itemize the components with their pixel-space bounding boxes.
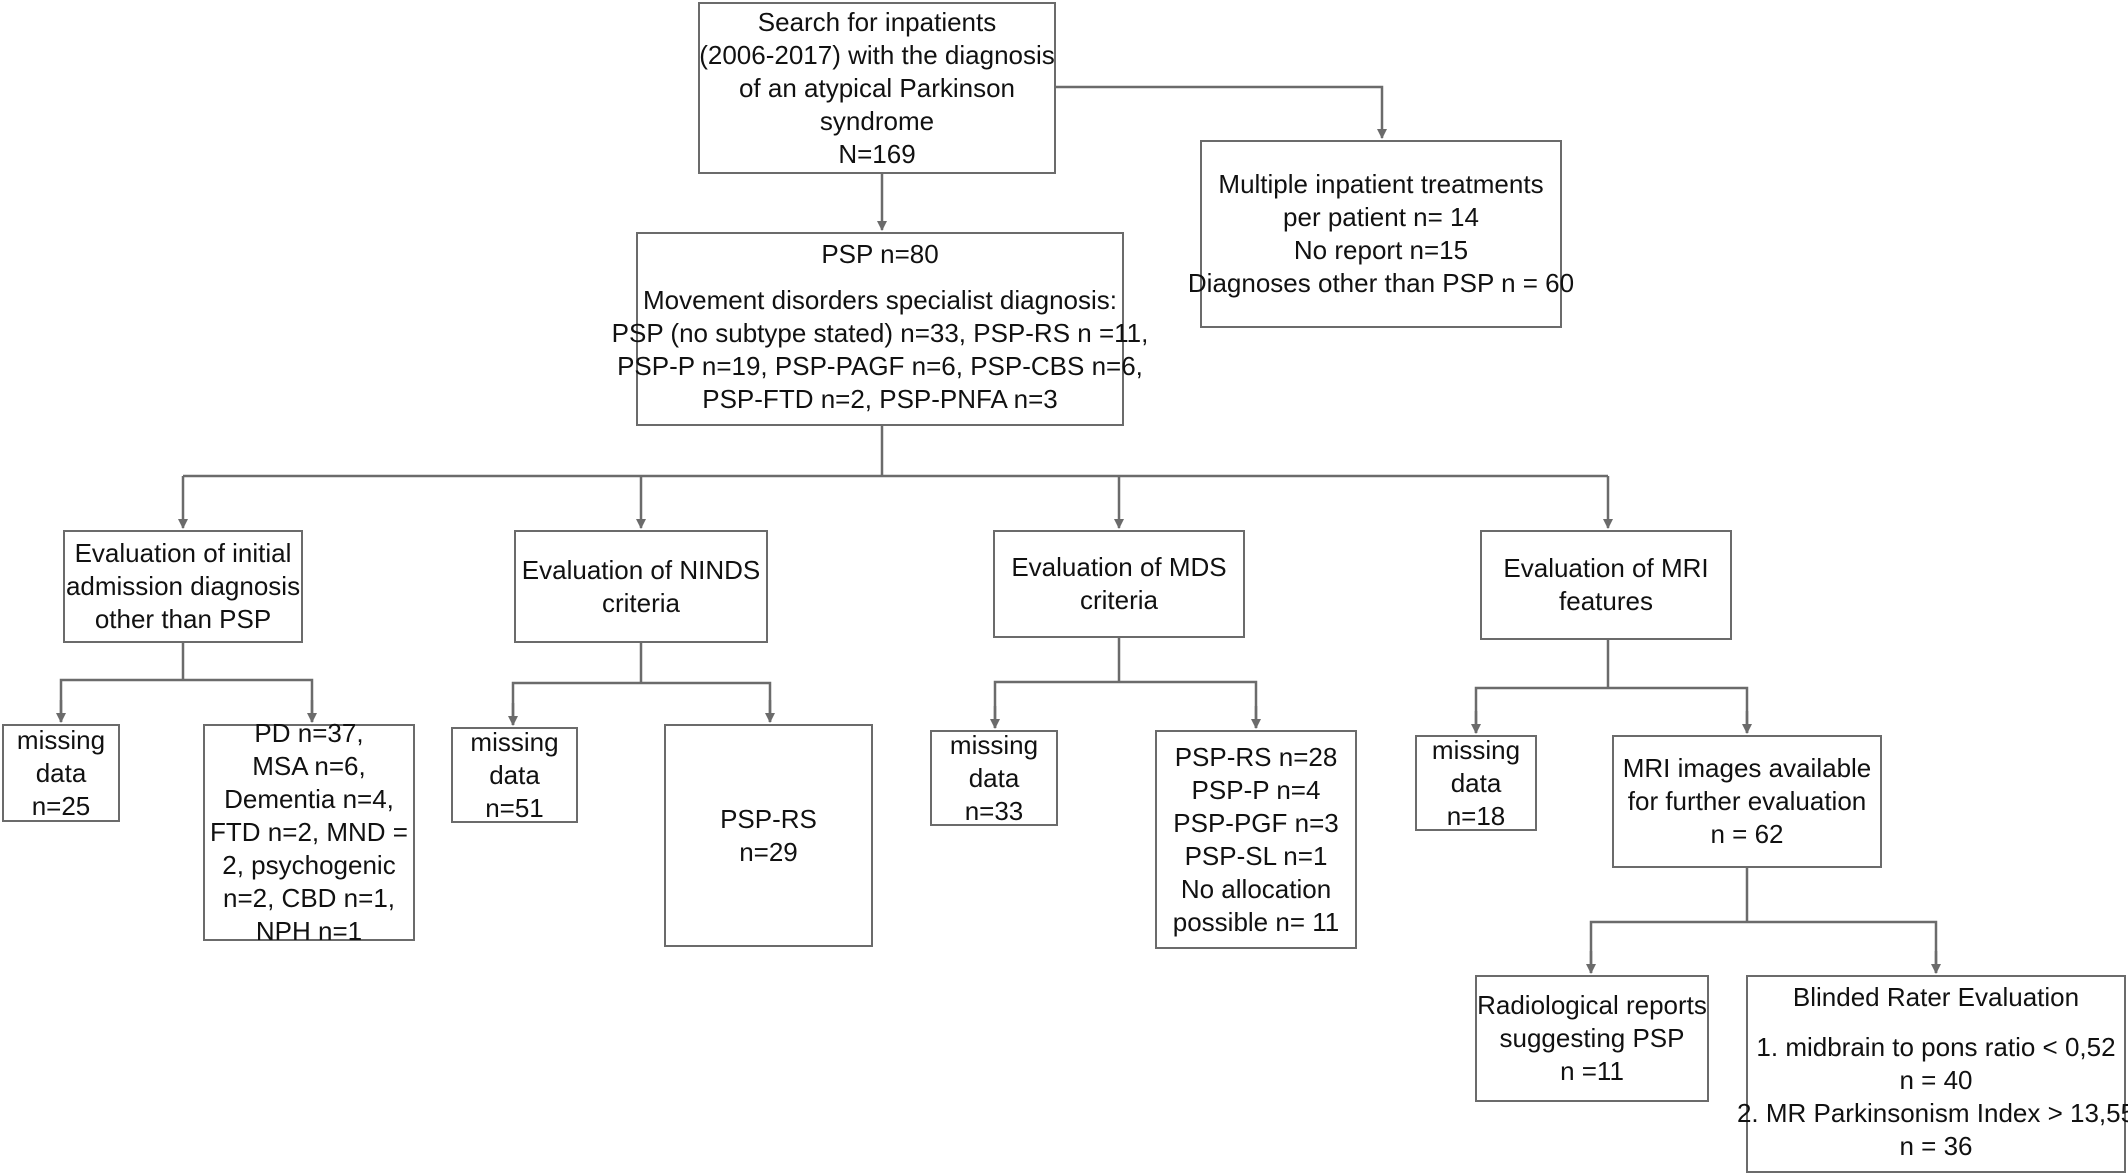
search-line-4: syndrome	[819, 105, 935, 136]
eval-initial-line-2: admission diagnosis	[65, 571, 301, 601]
mri-available-box: MRI images available for further evaluat…	[1612, 735, 1882, 868]
blinded-rater-box: Blinded Rater Evaluation 1. midbrain to …	[1737, 975, 2128, 1173]
psp-line-4: PSP-FTD n=2, PSP-PNFA n=3	[702, 384, 1058, 414]
edge-search-excluded	[1050, 85, 1387, 139]
psp-line-2: PSP (no subtype stated) n=33, PSP-RS n =…	[611, 318, 1149, 348]
mds-result-line-2: PSP-P n=4	[1191, 774, 1321, 805]
missing-ninds-line-1: missing	[470, 726, 559, 757]
eval-mds-box: Evaluation of MDS criteria	[993, 530, 1245, 638]
psp-line-3: PSP-P n=19, PSP-PAGF n=6, PSP-CBS n=6,	[617, 351, 1143, 381]
radiology-line-2: suggesting PSP	[1499, 1023, 1685, 1053]
other-diag-line-3: Dementia n=4,	[224, 784, 394, 814]
excluded-line-2: per patient n= 14	[1283, 202, 1479, 232]
missing-mri-line-2: data	[1450, 767, 1502, 798]
edge-psp-branch	[183, 424, 1608, 478]
missing-mds-count: n=33	[964, 795, 1024, 826]
eval-mri-box: Evaluation of MRI features	[1480, 530, 1732, 640]
edge-mri-branch	[1474, 638, 1749, 733]
eval-initial-line-1: Evaluation of initial	[74, 538, 292, 568]
missing-initial-line-2: data	[35, 757, 87, 788]
edge-mri-available-branch	[1589, 866, 1938, 973]
excluded-box: Multiple inpatient treatments per patien…	[1188, 140, 1574, 328]
other-diag-line-6: n=2, CBD n=1,	[223, 883, 395, 913]
psp-title: PSP n=80	[821, 239, 939, 269]
other-diag-line-4: FTD n=2, MND =	[210, 817, 408, 847]
ninds-result-box: PSP-RS n=29	[664, 724, 873, 947]
search-count: N=169	[838, 138, 916, 169]
mri-available-count: n = 62	[1710, 819, 1784, 849]
other-diagnoses-box: PD n=37, MSA n=6, Dementia n=4, FTD n=2,…	[203, 718, 415, 946]
eval-mri-line-2: features	[1559, 586, 1653, 616]
eval-mds-line-2: criteria	[1079, 585, 1158, 615]
mds-result-line-1: PSP-RS n=28	[1174, 741, 1338, 772]
missing-initial-count: n=25	[31, 790, 91, 821]
missing-mri-count: n=18	[1446, 800, 1506, 831]
mds-result-line-3: PSP-PGF n=3	[1173, 807, 1339, 838]
other-diag-line-7: NPH n=1	[255, 916, 363, 946]
search-box: Search for inpatients (2006-2017) with t…	[698, 2, 1056, 174]
missing-mri-box: missing data n=18	[1415, 735, 1537, 831]
mri-available-line-1: MRI images available	[1622, 753, 1872, 783]
mds-result-box: PSP-RS n=28 PSP-P n=4 PSP-PGF n=3 PSP-SL…	[1155, 730, 1357, 949]
radiology-count: n =11	[1560, 1056, 1624, 1086]
missing-ninds-line-2: data	[489, 759, 540, 790]
edge-ninds-branch	[511, 641, 772, 725]
eval-ninds-line-1: Evaluation of NINDS	[521, 554, 761, 585]
blinded-line-3: 2. MR Parkinsonism Index > 13,55	[1736, 1098, 2128, 1128]
blinded-title: Blinded Rater Evaluation	[1792, 982, 2080, 1012]
mds-result-line-5: No allocation	[1180, 873, 1332, 904]
other-diag-line-2: MSA n=6,	[252, 751, 366, 781]
ninds-result-count: n=29	[739, 836, 798, 867]
eval-ninds-line-2: criteria	[601, 587, 680, 618]
missing-ninds-count: n=51	[485, 792, 544, 823]
ninds-result-line-1: PSP-RS	[720, 803, 817, 834]
mds-result-line-4: PSP-SL n=1	[1184, 840, 1328, 871]
missing-initial-box: missing data n=25	[2, 724, 120, 822]
blinded-line-2: n = 40	[1899, 1065, 1973, 1095]
eval-initial-line-3: other than PSP	[94, 604, 272, 634]
missing-mri-line-1: missing	[1431, 734, 1521, 765]
mds-result-line-6: possible n= 11	[1172, 906, 1340, 937]
other-diag-line-5: 2, psychogenic	[222, 850, 396, 880]
eval-mds-line-1: Evaluation of MDS	[1011, 552, 1227, 582]
search-line-1: Search for inpatients	[757, 6, 997, 37]
search-line-3: of an atypical Parkinson	[738, 72, 1016, 103]
mri-available-line-2: for further evaluation	[1627, 786, 1867, 816]
edge-initial-branch	[59, 641, 314, 722]
blinded-line-1: 1. midbrain to pons ratio < 0,52	[1756, 1032, 2116, 1062]
search-line-2: (2006-2017) with the diagnosis	[699, 39, 1055, 70]
eval-mri-line-1: Evaluation of MRI	[1503, 553, 1709, 583]
excluded-line-4: Diagnoses other than PSP n = 60	[1187, 268, 1575, 298]
missing-mds-line-2: data	[968, 762, 1020, 793]
excluded-line-1: Multiple inpatient treatments	[1218, 169, 1544, 199]
eval-initial-box: Evaluation of initial admission diagnosi…	[63, 530, 303, 643]
psp-box: PSP n=80 Movement disorders specialist d…	[612, 232, 1148, 426]
excluded-line-3: No report n=15	[1293, 235, 1469, 265]
edge-mds-branch	[993, 636, 1258, 728]
radiology-box: Radiological reports suggesting PSP n =1…	[1475, 975, 1709, 1102]
psp-line-1: Movement disorders specialist diagnosis:	[643, 285, 1117, 315]
missing-mds-box: missing data n=33	[930, 730, 1058, 826]
other-diag-line-1: PD n=37,	[254, 718, 364, 748]
eval-ninds-box: Evaluation of NINDS criteria	[514, 530, 768, 643]
radiology-line-1: Radiological reports	[1477, 990, 1707, 1020]
missing-initial-line-1: missing	[16, 724, 106, 755]
missing-mds-line-1: missing	[949, 729, 1039, 760]
missing-ninds-box: missing data n=51	[451, 727, 578, 823]
blinded-line-4: n = 36	[1899, 1131, 1973, 1161]
